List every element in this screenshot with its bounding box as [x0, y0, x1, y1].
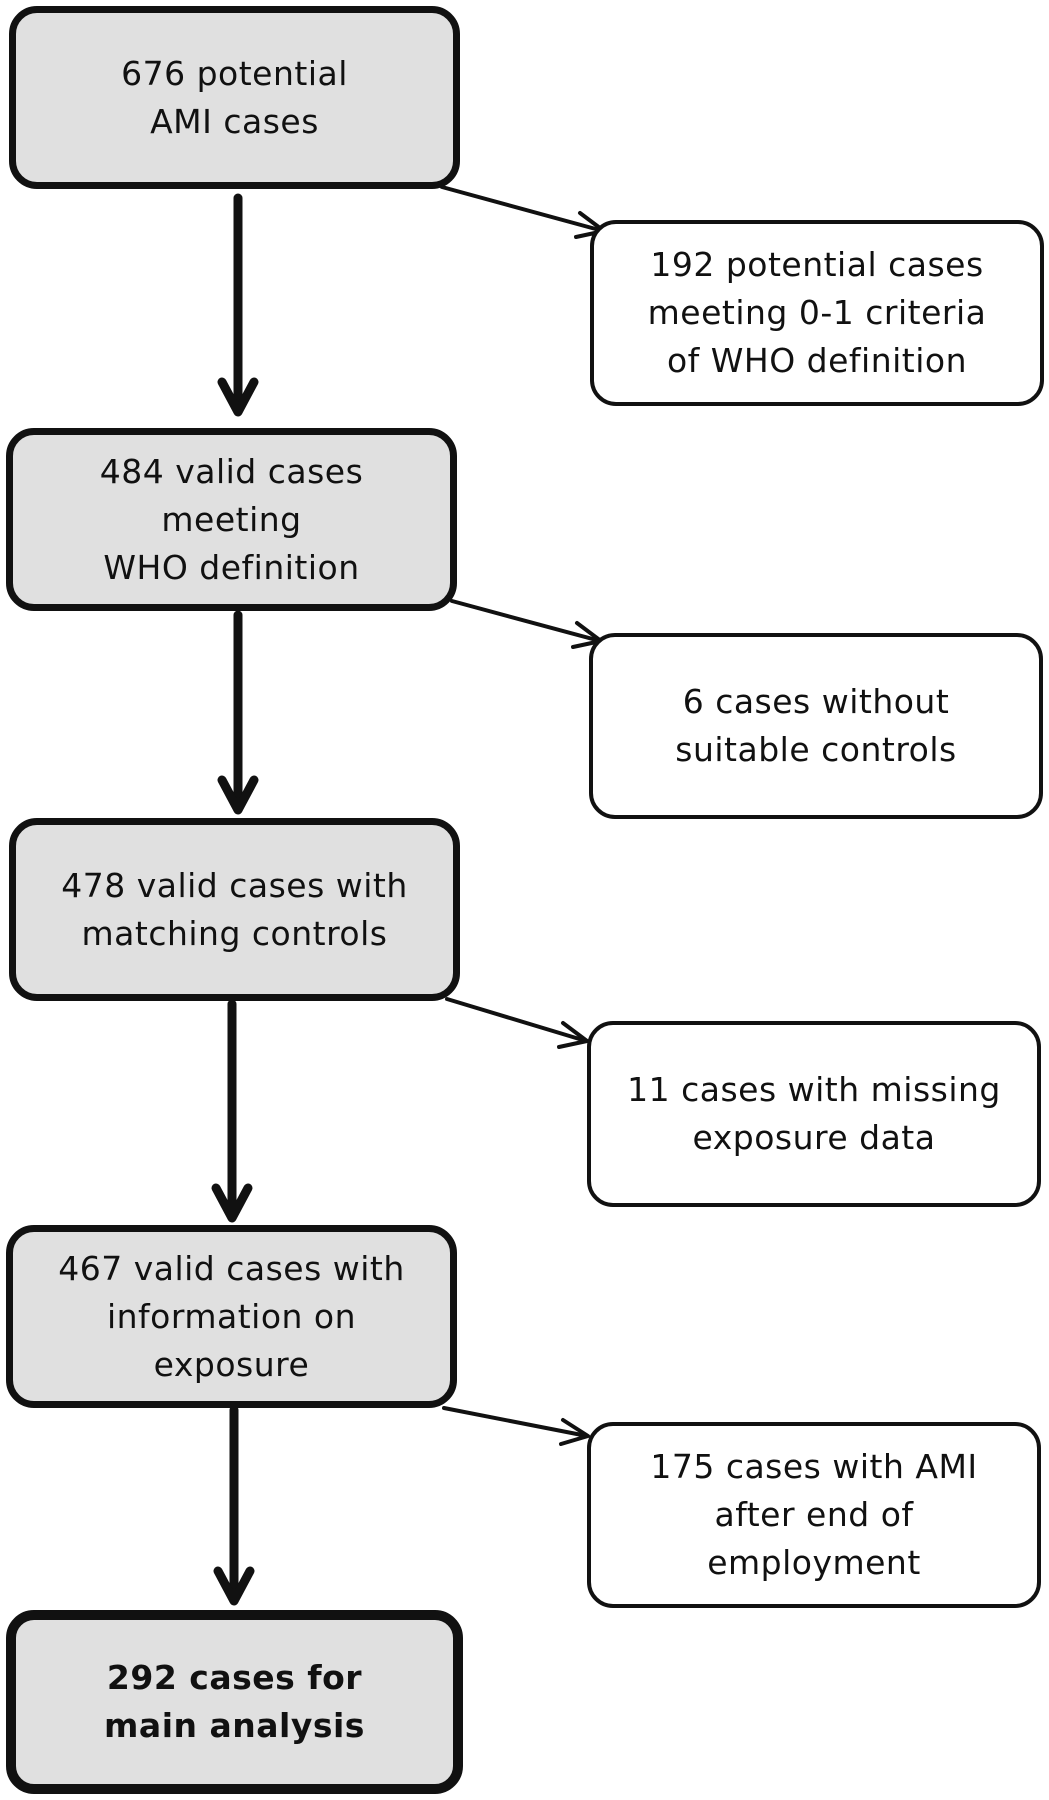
main-step-2-text: 484 valid cases meeting WHO definition [99, 451, 364, 587]
arrowhead-exclusion-4 [559, 1418, 590, 1446]
arrow-to-exclusion-1 [440, 185, 605, 233]
arrowhead-step2 [217, 377, 259, 417]
main-step-5-text: 292 cases for main analysis [104, 1658, 365, 1745]
exclusion-box-2: 6 cases without suitable controls [589, 633, 1043, 819]
main-step-4: 467 valid cases with information on expo… [6, 1225, 457, 1408]
arrow-to-exclusion-2 [450, 599, 602, 643]
exclusion-box-2-text: 6 cases without suitable controls [675, 682, 957, 769]
exclusion-box-4-text: 175 cases with AMI after end of employme… [650, 1447, 978, 1582]
exclusion-box-4: 175 cases with AMI after end of employme… [587, 1422, 1041, 1608]
main-step-3-text: 478 valid cases with matching controls [61, 865, 408, 953]
main-step-4-text: 467 valid cases with information on expo… [58, 1248, 405, 1384]
arrowhead-step3 [217, 775, 259, 815]
arrowhead-step4 [211, 1183, 253, 1223]
arrow-to-exclusion-3 [445, 997, 588, 1043]
exclusion-box-1-text: 192 potential cases meeting 0-1 criteria… [647, 245, 987, 380]
main-step-3: 478 valid cases with matching controls [9, 818, 460, 1001]
main-step-1: 676 potential AMI cases [9, 6, 460, 189]
main-step-1-text: 676 potential AMI cases [121, 53, 348, 141]
arrow-to-exclusion-4 [442, 1406, 589, 1438]
exclusion-box-3: 11 cases with missing exposure data [587, 1021, 1041, 1207]
exclusion-box-3-text: 11 cases with missing exposure data [627, 1070, 1001, 1157]
exclusion-box-1: 192 potential cases meeting 0-1 criteria… [590, 220, 1044, 406]
main-step-2: 484 valid cases meeting WHO definition [6, 428, 457, 611]
arrowhead-step5 [213, 1566, 255, 1606]
main-step-5-final: 292 cases for main analysis [6, 1610, 463, 1794]
